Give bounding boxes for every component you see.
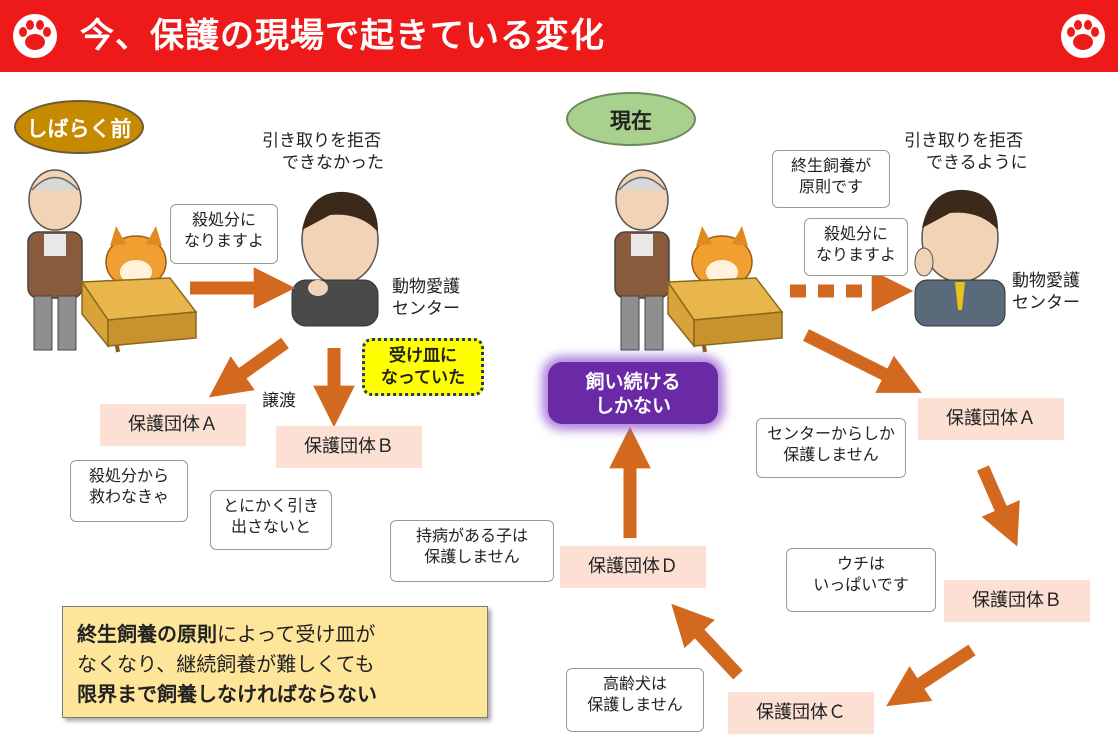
speech-bubble-pull-out: とにかく引き 出さないと	[210, 490, 332, 550]
paw-icon	[13, 14, 57, 58]
shiba-dog-in-box-illustration	[666, 226, 784, 349]
refusal-text-before: 引き取りを拒否 できなかった	[262, 131, 384, 173]
rescue-group-b-before: 保護団体Ｂ	[276, 426, 422, 468]
paw-icon	[1061, 14, 1105, 58]
badge-now: 現在	[566, 92, 696, 146]
header-bar	[0, 0, 1118, 72]
elderly-man-illustration	[614, 169, 707, 353]
speech-bubble-senior-dog: 高齢犬は 保護しません	[566, 668, 704, 732]
shiba-dog-in-box-illustration	[80, 226, 198, 349]
speech-bubble-illness: 持病がある子は 保護しません	[390, 520, 554, 582]
staff-man-illustration	[914, 189, 1006, 327]
receiver-note: 受け皿に なっていた	[362, 338, 484, 396]
speech-bubble-euthanasia: 殺処分に なりますよ	[170, 204, 278, 264]
rescue-group-c-now: 保護団体Ｃ	[728, 692, 874, 734]
speech-bubble-full: ウチは いっぱいです	[786, 548, 936, 612]
speech-bubble-principle: 終生飼養が 原則です	[772, 150, 890, 208]
rescue-group-a-before: 保護団体Ａ	[100, 404, 246, 446]
rescue-group-a-now: 保護団体Ａ	[918, 398, 1064, 440]
page-title: 今、保護の現場で起きている変化	[80, 16, 605, 56]
badge-before: しばらく前	[14, 100, 144, 154]
refusal-text-now: 引き取りを拒否 できるように	[904, 131, 1028, 173]
staff-man-illustration	[291, 191, 379, 327]
speech-bubble-euthanasia-now: 殺処分に なりますよ	[804, 218, 908, 276]
transfer-label: 譲渡	[262, 391, 296, 411]
keep-caring-callout: 飼い続ける しかない	[548, 362, 718, 424]
center-label-before: 動物愛護 センター	[392, 277, 460, 319]
elderly-man-illustration	[27, 169, 120, 353]
rescue-group-b-now: 保護団体Ｂ	[944, 580, 1090, 622]
speech-bubble-center-only: センターからしか 保護しません	[756, 418, 906, 478]
rescue-group-d-now: 保護団体Ｄ	[560, 546, 706, 588]
center-label-now: 動物愛護 センター	[1012, 271, 1080, 313]
speech-bubble-save: 殺処分から 救わなきゃ	[70, 460, 188, 522]
summary-box: 終生飼養の原則によって受け皿が なくなり、継続飼養が難しくても 限界まで飼養しな…	[62, 606, 488, 718]
